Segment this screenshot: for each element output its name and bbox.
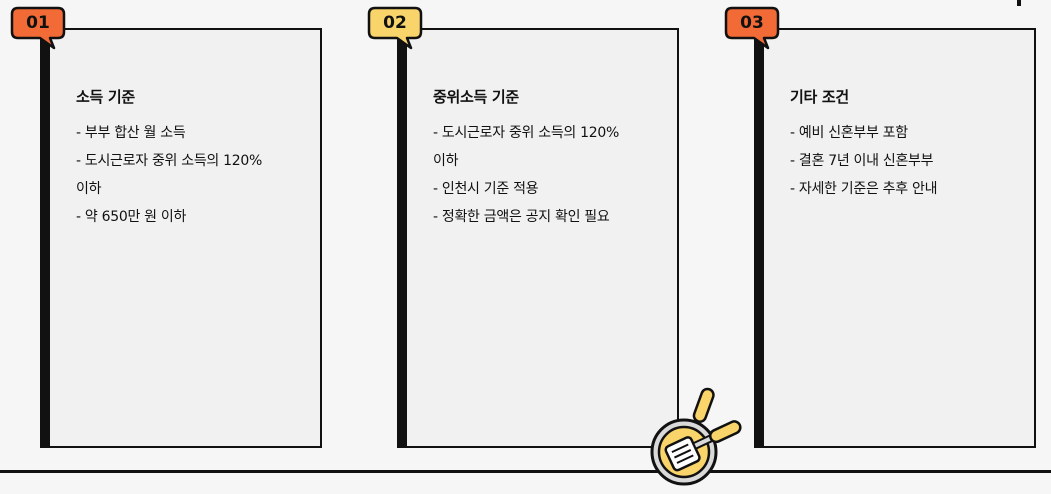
card-content: 소득 기준 - 부부 합산 월 소득 - 도시근로자 중위 소득의 120% 이… xyxy=(76,86,300,231)
step-badge-03: 03 xyxy=(724,6,780,50)
info-card-1: 소득 기준 - 부부 합산 월 소득 - 도시근로자 중위 소득의 120% 이… xyxy=(40,28,322,448)
card-accent-bar xyxy=(754,28,764,448)
card-line: - 부부 합산 월 소득 xyxy=(76,125,186,141)
frying-pan-spatula-icon xyxy=(640,380,760,490)
card-line: - 자세한 기준은 추후 안내 xyxy=(790,181,938,197)
card-accent-bar xyxy=(40,28,50,448)
speech-bubble-icon xyxy=(367,6,423,50)
card-accent-bar xyxy=(397,28,407,448)
info-card-3: 기타 조건 - 예비 신혼부부 포함 - 결혼 7년 이내 신혼부부 - 자세한… xyxy=(754,28,1036,448)
badge-number: 01 xyxy=(26,13,50,33)
corner-mark xyxy=(1017,0,1021,6)
card-title: 중위소득 기준 xyxy=(433,88,519,106)
card-title: 소득 기준 xyxy=(76,88,135,106)
card-line: 이하 xyxy=(433,153,459,169)
info-card-2: 중위소득 기준 - 도시근로자 중위 소득의 120% 이하 - 인천시 기준 … xyxy=(397,28,679,448)
card-title: 기타 조건 xyxy=(790,88,849,106)
speech-bubble-icon xyxy=(10,6,66,50)
badge-number: 03 xyxy=(740,13,764,33)
card-line: - 예비 신혼부부 포함 xyxy=(790,125,908,141)
step-badge-01: 01 xyxy=(10,6,66,50)
card-line: - 약 650만 원 이하 xyxy=(76,209,187,225)
card-line: 이하 xyxy=(76,181,102,197)
card-line: - 결혼 7년 이내 신혼부부 xyxy=(790,153,934,169)
card-line: - 도시근로자 중위 소득의 120% xyxy=(433,125,619,141)
card-line: - 정확한 금액은 공지 확인 필요 xyxy=(433,209,610,225)
step-badge-02: 02 xyxy=(367,6,423,50)
card-content: 중위소득 기준 - 도시근로자 중위 소득의 120% 이하 - 인천시 기준 … xyxy=(433,86,657,231)
badge-number: 02 xyxy=(383,13,407,33)
speech-bubble-icon xyxy=(724,6,780,50)
ground-line xyxy=(0,470,1051,473)
card-line: - 인천시 기준 적용 xyxy=(433,181,539,197)
card-content: 기타 조건 - 예비 신혼부부 포함 - 결혼 7년 이내 신혼부부 - 자세한… xyxy=(790,86,1014,203)
card-line: - 도시근로자 중위 소득의 120% xyxy=(76,153,262,169)
